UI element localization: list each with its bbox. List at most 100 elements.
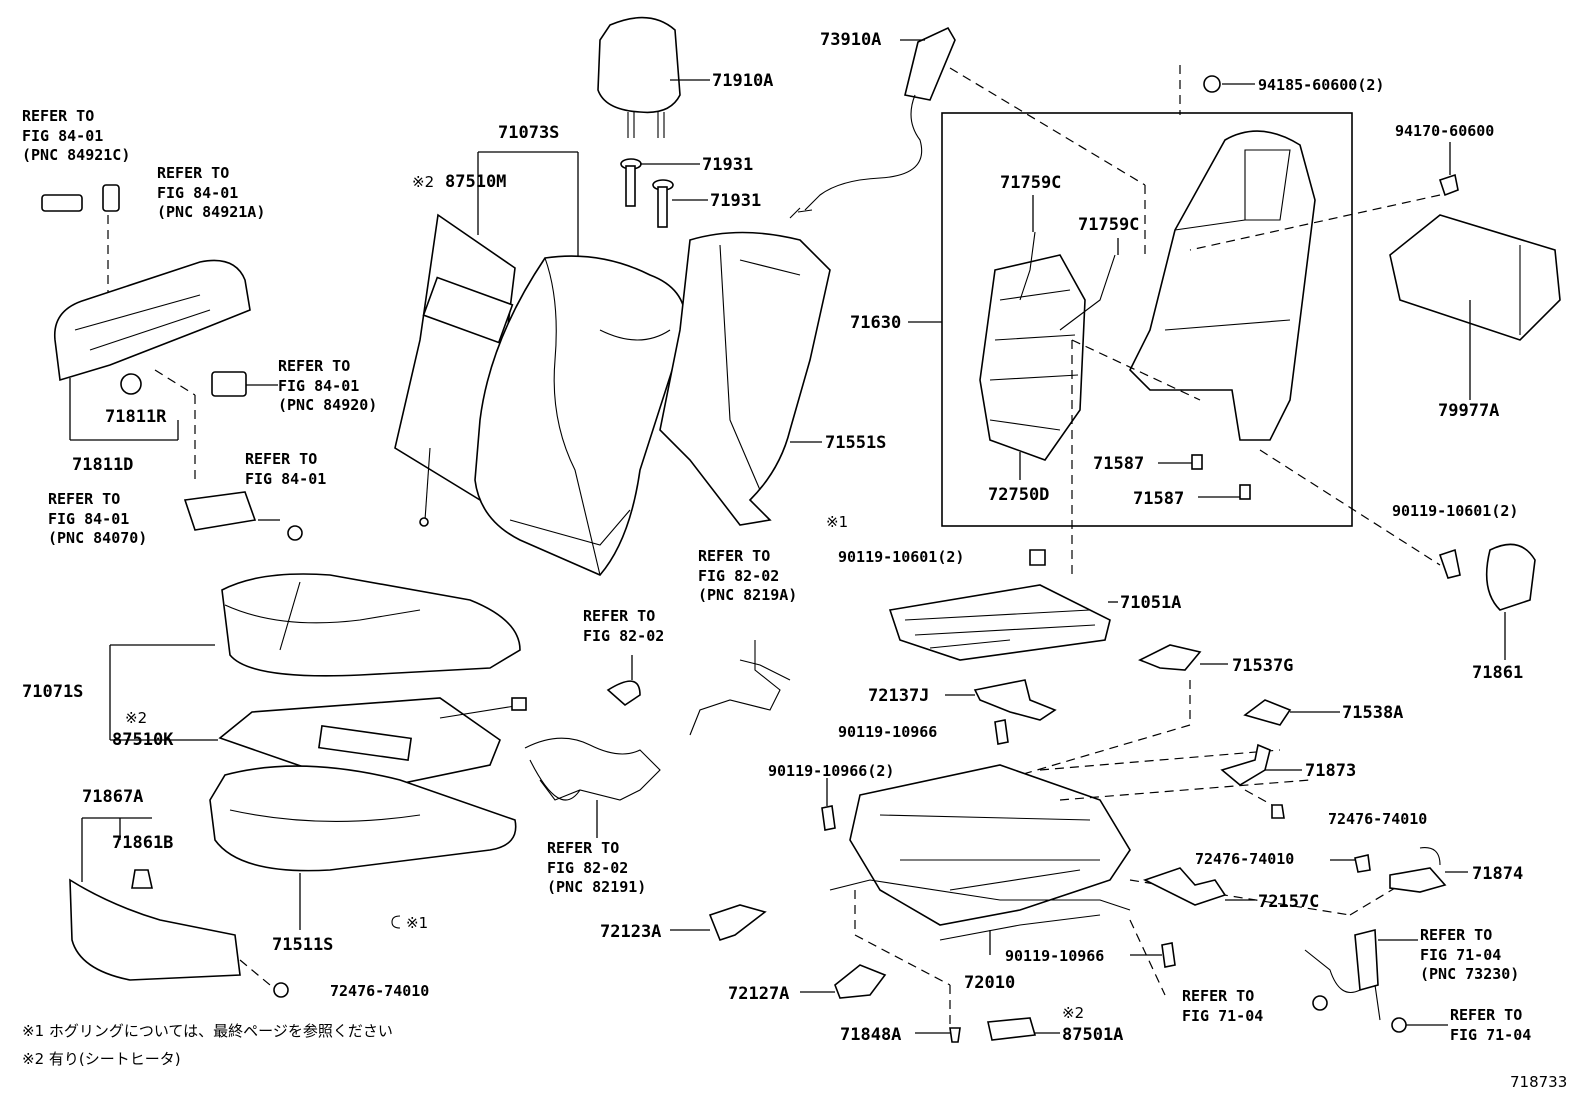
wire-harness-shape [524,640,791,838]
svg-text:REFER TO: REFER TO [1450,1006,1522,1024]
label-72476-74010-a: 72476-74010 [1328,810,1427,828]
refer-to-84070: REFER TO FIG 84-01 (PNC 84070) [48,490,147,547]
label-73910A: 73910A [820,30,881,50]
label-87501A: 87501A [1062,1025,1123,1045]
label-71811D: 71811D [72,455,133,475]
label-72157C: 72157C [1258,892,1319,912]
svg-text:REFER TO: REFER TO [48,490,120,508]
label-79977A: 79977A [1438,401,1499,421]
svg-text:REFER TO: REFER TO [22,107,94,125]
label-90119-10601-b: 90119-10601(2) [1392,502,1518,520]
headrest-guide-shape [620,158,708,228]
label-71759C-a: 71759C [1000,173,1061,193]
svg-text:(PNC 8219A): (PNC 8219A) [698,586,797,604]
refer-to-82-02: REFER TO FIG 82-02 [583,607,664,645]
mark-2-a: ※2 [412,173,434,191]
label-71861B: 71861B [112,833,173,853]
svg-text:FIG 84-01: FIG 84-01 [22,127,103,145]
label-71071S: 71071S [22,682,83,702]
label-71587-a: 71587 [1093,454,1144,474]
svg-text:REFER TO: REFER TO [1420,926,1492,944]
refer-to-71-04-a: REFER TO FIG 71-04 [1182,987,1263,1025]
part-labels: 73910A 71910A 71073S ※2 87510M 71931 719… [22,30,1523,1045]
svg-text:REFER TO: REFER TO [1182,987,1254,1005]
label-71051A: 71051A [1120,593,1181,613]
svg-text:REFER TO: REFER TO [698,547,770,565]
svg-text:(PNC 84070): (PNC 84070) [48,529,147,547]
svg-text:REFER TO: REFER TO [278,357,350,375]
side-shield-shape [41,184,303,541]
label-71874: 71874 [1472,864,1523,884]
svg-text:REFER TO: REFER TO [157,164,229,182]
svg-text:FIG 84-01: FIG 84-01 [278,377,359,395]
label-71867A: 71867A [82,787,143,807]
front-cover-shape [69,817,289,998]
svg-text:FIG 82-02: FIG 82-02 [547,859,628,877]
label-72476-74010-c: 72476-74010 [330,982,429,1000]
label-72750D: 72750D [988,485,1049,505]
label-71551S: 71551S [825,433,886,453]
svg-text:(PNC 84921C): (PNC 84921C) [22,146,130,164]
refer-to-blocks: REFER TO FIG 84-01 (PNC 84921C) REFER TO… [22,107,1531,1044]
svg-text:(PNC 84921A): (PNC 84921A) [157,203,265,221]
label-71931-b: 71931 [710,191,761,211]
figure-id: 718733 [1510,1073,1567,1091]
label-90119-10601-a: 90119-10601(2) [838,548,964,566]
seatback-frame-shape [908,65,1441,580]
svg-text:FIG 71-04: FIG 71-04 [1420,946,1501,964]
label-71537G: 71537G [1232,656,1293,676]
label-90119-10966-c: 90119-10966 [1005,947,1104,965]
refer-to-84921C: REFER TO FIG 84-01 (PNC 84921C) [22,107,130,164]
svg-text:FIG 71-04: FIG 71-04 [1450,1026,1531,1044]
refer-to-84920: REFER TO FIG 84-01 (PNC 84920) [278,357,377,414]
mark-2-c: ※2 [1062,1004,1084,1022]
label-71511S: 71511S [272,935,333,955]
svg-text:REFER TO: REFER TO [245,450,317,468]
label-90119-10966-b: 90119-10966(2) [768,762,894,780]
svg-text:FIG 82-02: FIG 82-02 [583,627,664,645]
label-71759C-b: 71759C [1078,215,1139,235]
footnote-2: ※2 有り(シートヒータ) [22,1050,181,1068]
label-71630: 71630 [850,313,901,333]
svg-text:FIG 82-02: FIG 82-02 [698,567,779,585]
label-71587-b: 71587 [1133,489,1184,509]
refer-to-8219A: REFER TO FIG 82-02 (PNC 8219A) [698,547,797,604]
label-71073S: 71073S [498,123,559,143]
label-71931-a: 71931 [702,155,753,175]
svg-text:(PNC 73230): (PNC 73230) [1420,965,1519,983]
label-72010: 72010 [964,973,1015,993]
label-94170-60600: 94170-60600 [1395,122,1494,140]
label-87510K: 87510K [112,730,174,750]
right-upper-parts-shape [1189,75,1561,660]
label-71811R: 71811R [105,407,167,427]
refer-to-84921A: REFER TO FIG 84-01 (PNC 84921A) [157,164,265,221]
svg-text:FIG 84-01: FIG 84-01 [245,470,326,488]
refer-to-73230: REFER TO FIG 71-04 (PNC 73230) [1420,926,1519,983]
refer-to-82191: REFER TO FIG 82-02 (PNC 82191) [547,839,646,896]
mark-1-a: ※1 [826,513,848,531]
headrest-shape [597,16,710,138]
label-94185-60600: 94185-60600(2) [1258,76,1384,94]
label-72476-74010-b: 72476-74010 [1195,850,1294,868]
svg-text:REFER TO: REFER TO [583,607,655,625]
svg-text:FIG 84-01: FIG 84-01 [157,184,238,202]
label-71873: 71873 [1305,761,1356,781]
label-71538A: 71538A [1342,703,1403,723]
svg-text:FIG 71-04: FIG 71-04 [1182,1007,1263,1025]
refer-to-71-04-b: REFER TO FIG 71-04 [1450,1006,1531,1044]
footnote-1: ※1 ホグリングについては、最終ページを参照ください [22,1022,393,1040]
label-87510M: 87510M [445,172,506,192]
seat-cushion-cover-shape [109,573,527,930]
label-90119-10966-a: 90119-10966 [838,723,937,741]
svg-text:FIG 84-01: FIG 84-01 [48,510,129,528]
small-parts-shape [670,699,1468,1043]
refer-to-84-01: REFER TO FIG 84-01 [245,450,326,488]
label-72123A: 72123A [600,922,661,942]
svg-text:(PNC 82191): (PNC 82191) [547,878,646,896]
label-71910A: 71910A [712,71,773,91]
label-72127A: 72127A [728,984,789,1004]
mark-1-b: ※1 [406,914,428,932]
svg-text:REFER TO: REFER TO [547,839,619,857]
